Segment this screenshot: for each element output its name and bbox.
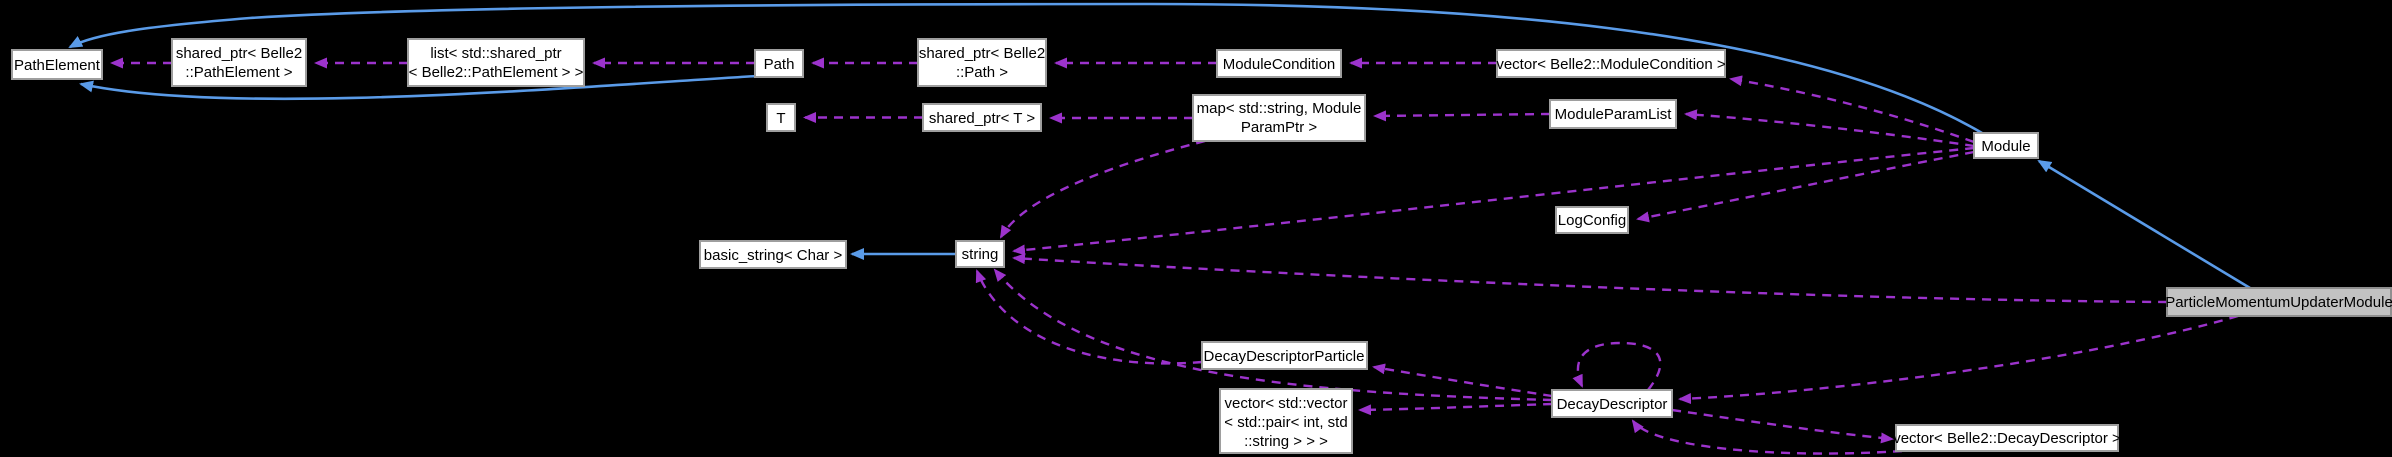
node-label: ParamPtr > — [1241, 119, 1318, 136]
node-label: LogConfig — [1558, 212, 1626, 229]
node-label: basic_string< Char > — [704, 247, 843, 264]
node-label: < std::pair< int, std — [1224, 414, 1347, 431]
node-vector-pair-int-string: vector< std::vector < std::pair< int, st… — [1219, 388, 1353, 454]
node-decaydescriptorparticle[interactable]: DecayDescriptorParticle — [1201, 341, 1368, 370]
node-label: ModuleCondition — [1223, 56, 1336, 73]
edge-module-to-logconfig — [1636, 150, 1975, 223]
node-shared-ptr-path: shared_ptr< Belle2 ::Path > — [917, 38, 1047, 87]
node-label: PathElement — [14, 57, 101, 74]
node-label: T — [776, 110, 785, 127]
node-label: shared_ptr< Belle2 — [176, 45, 302, 62]
node-modulecondition[interactable]: ModuleCondition — [1216, 49, 1342, 78]
edge-decaydescriptor-to-vectordd — [1671, 408, 1894, 444]
node-moduleparamlist[interactable]: ModuleParamList — [1549, 99, 1677, 129]
node-label: list< std::shared_ptr — [430, 45, 561, 62]
node-vector-decaydescriptor: vector< Belle2::DecayDescriptor > — [1893, 424, 2121, 452]
edge-layer — [68, 2, 2251, 455]
edge-decaydescriptor-self-loop — [1572, 341, 1662, 391]
node-label: ::string > > > — [1244, 433, 1328, 450]
node-label: Path — [764, 56, 795, 73]
node-shared-ptr-t: shared_ptr< T > — [922, 103, 1042, 132]
edge-pmum-to-string — [1012, 253, 2168, 304]
node-string: string — [955, 240, 1005, 268]
node-pathelement[interactable]: PathElement — [11, 49, 103, 80]
edge-decaydescriptor-to-vectorpair — [1358, 402, 1553, 416]
node-label: string — [962, 246, 999, 263]
node-decaydescriptor[interactable]: DecayDescriptor — [1551, 389, 1673, 418]
edge-ddparticle-to-string — [975, 269, 1203, 365]
node-logconfig[interactable]: LogConfig — [1555, 206, 1629, 234]
node-shared-ptr-pathelement: shared_ptr< Belle2 ::PathElement > — [171, 38, 307, 87]
node-module[interactable]: Module — [1973, 132, 2039, 159]
edge-module-to-string — [1012, 146, 1975, 256]
edge-module-to-moduleparamlist — [1684, 109, 1975, 148]
node-label: ::PathElement > — [185, 64, 292, 81]
node-label: DecayDescriptorParticle — [1204, 348, 1365, 365]
node-map-moduleparamptr: map< std::string, Module ParamPtr > — [1192, 94, 1366, 142]
node-label: vector< Belle2::DecayDescriptor > — [1893, 430, 2121, 447]
edge-pmum-to-module — [2037, 159, 2251, 290]
node-label: < Belle2::PathElement > > — [409, 64, 584, 81]
node-path[interactable]: Path — [754, 49, 804, 78]
node-label: map< std::string, Module — [1197, 100, 1362, 117]
edge-pmum-to-decaydescriptor — [1678, 314, 2239, 405]
edge-decaydescriptor-to-string — [993, 268, 1553, 402]
edge-path-to-pathelement — [79, 74, 758, 101]
node-vector-modulecondition: vector< Belle2::ModuleCondition > — [1496, 49, 1726, 78]
node-label: shared_ptr< T > — [929, 110, 1035, 127]
node-label: shared_ptr< Belle2 — [919, 45, 1045, 62]
node-label: vector< Belle2::ModuleCondition > — [1496, 56, 1726, 73]
edge-map-to-string — [999, 139, 1206, 239]
node-basic-string-char: basic_string< Char > — [699, 240, 847, 269]
edge-module-to-vectormc — [1729, 75, 1975, 144]
edge-moduleparamlist-to-map — [1373, 110, 1551, 122]
node-label: ::Path > — [956, 64, 1008, 81]
edge-decaydescriptor-to-ddparticle — [1372, 363, 1553, 398]
node-label: ModuleParamList — [1555, 106, 1673, 123]
node-t: T — [766, 103, 796, 132]
node-label: ParticleMomentumUpdaterModule — [2165, 294, 2392, 311]
node-particlemomentumupdatermodule: ParticleMomentumUpdaterModule — [2165, 287, 2392, 317]
node-list-shared-ptr-pathelement: list< std::shared_ptr < Belle2::PathElem… — [407, 38, 585, 87]
node-label: DecayDescriptor — [1557, 396, 1668, 413]
edge-vectordd-to-decaydescriptor — [1631, 419, 1903, 455]
node-label: vector< std::vector — [1225, 395, 1348, 412]
edge-module-to-pathelement — [68, 2, 1983, 135]
node-label: Module — [1981, 138, 2030, 155]
